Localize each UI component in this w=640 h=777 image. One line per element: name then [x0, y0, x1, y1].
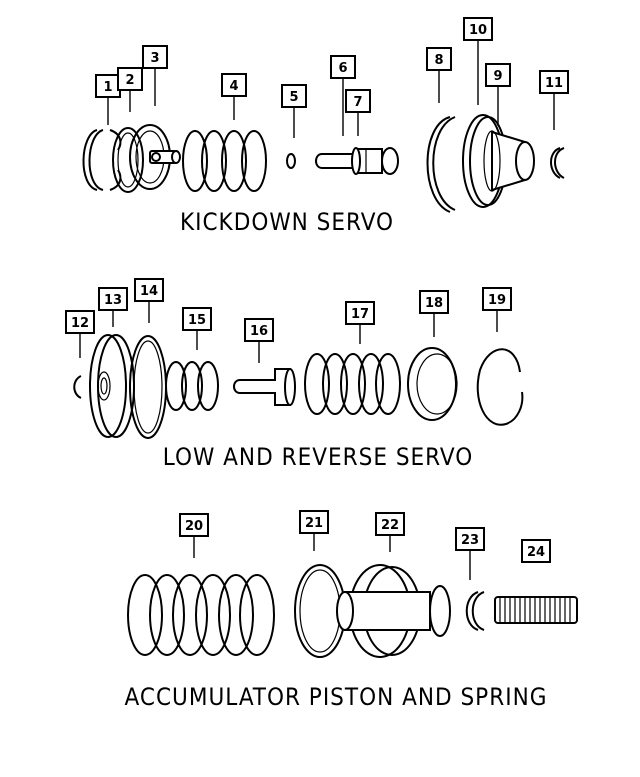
part-5-snap-ring — [286, 153, 296, 169]
svg-text:2: 2 — [125, 73, 134, 88]
callout-14: 14 — [134, 278, 164, 302]
svg-text:5: 5 — [289, 90, 298, 105]
leader-lines — [79, 40, 555, 580]
callout-9: 9 — [485, 63, 511, 87]
caption-accumulator-piston-and-spring: ACCUMULATOR PISTON AND SPRING — [125, 683, 548, 711]
callout-22: 22 — [375, 512, 405, 536]
svg-text:14: 14 — [140, 284, 158, 299]
callout-20: 20 — [179, 513, 209, 537]
callout-21: 21 — [299, 510, 329, 534]
part-6-rod — [315, 147, 399, 175]
callout-13: 13 — [98, 287, 128, 311]
callout-8: 8 — [426, 47, 452, 71]
callout-19: 19 — [482, 287, 512, 311]
callout-16: 16 — [244, 318, 274, 342]
svg-text:18: 18 — [425, 296, 443, 311]
svg-text:24: 24 — [527, 545, 545, 560]
svg-text:15: 15 — [188, 313, 206, 328]
part-23-snap-ring — [465, 591, 485, 631]
callout-2: 2 — [117, 67, 143, 91]
svg-text:4: 4 — [229, 79, 238, 94]
svg-text:10: 10 — [469, 23, 487, 38]
part-20-spring — [127, 574, 275, 656]
svg-text:16: 16 — [250, 324, 268, 339]
callout-6: 6 — [330, 55, 356, 79]
callout-3: 3 — [142, 45, 168, 69]
part-3-rod-guide — [129, 124, 181, 190]
part-12-snap-ring — [73, 375, 82, 399]
svg-text:21: 21 — [305, 516, 323, 531]
part-15-spring — [165, 361, 219, 411]
callout-24: 24 — [521, 539, 551, 563]
callout-18: 18 — [419, 290, 449, 314]
part-16-plug — [233, 368, 296, 406]
part-8-snap-ring — [426, 116, 456, 213]
part-19-snap-ring — [476, 348, 524, 426]
callout-23: 23 — [455, 527, 485, 551]
callout-7: 7 — [345, 89, 371, 113]
callout-17: 17 — [345, 301, 375, 325]
callout-10: 10 — [463, 17, 493, 41]
svg-text:7: 7 — [353, 95, 362, 110]
svg-text:1: 1 — [103, 80, 112, 95]
svg-text:6: 6 — [338, 61, 347, 76]
svg-text:8: 8 — [434, 53, 443, 68]
callout-12: 12 — [65, 310, 95, 334]
part-14-seal-ring — [129, 335, 167, 439]
svg-text:3: 3 — [150, 51, 159, 66]
part-2-seal — [112, 127, 144, 193]
callout-15: 15 — [182, 307, 212, 331]
part-24-spring — [494, 596, 578, 624]
svg-text:19: 19 — [488, 293, 506, 308]
caption-low-and-reverse-servo: LOW AND REVERSE SERVO — [163, 443, 473, 471]
svg-text:13: 13 — [104, 293, 122, 308]
svg-text:12: 12 — [71, 316, 89, 331]
part-1-snap-ring — [82, 129, 122, 191]
part-13-piston — [89, 334, 135, 438]
part-4-spring — [182, 130, 267, 192]
callout-11: 11 — [539, 70, 569, 94]
svg-text:23: 23 — [461, 533, 479, 548]
part-18-retainer — [407, 347, 458, 421]
part-9-piston — [483, 130, 535, 192]
svg-text:11: 11 — [545, 76, 563, 91]
svg-text:9: 9 — [493, 69, 502, 84]
svg-text:20: 20 — [185, 519, 203, 534]
callout-5: 5 — [281, 84, 307, 108]
callout-4: 4 — [221, 73, 247, 97]
part-17-spring — [304, 353, 401, 415]
part-22-piston — [336, 564, 451, 658]
caption-kickdown-servo: KICKDOWN SERVO — [180, 208, 394, 236]
svg-text:17: 17 — [351, 307, 369, 322]
callout-1: 1 — [95, 74, 121, 98]
svg-text:22: 22 — [381, 518, 399, 533]
part-11-seal — [550, 147, 565, 179]
